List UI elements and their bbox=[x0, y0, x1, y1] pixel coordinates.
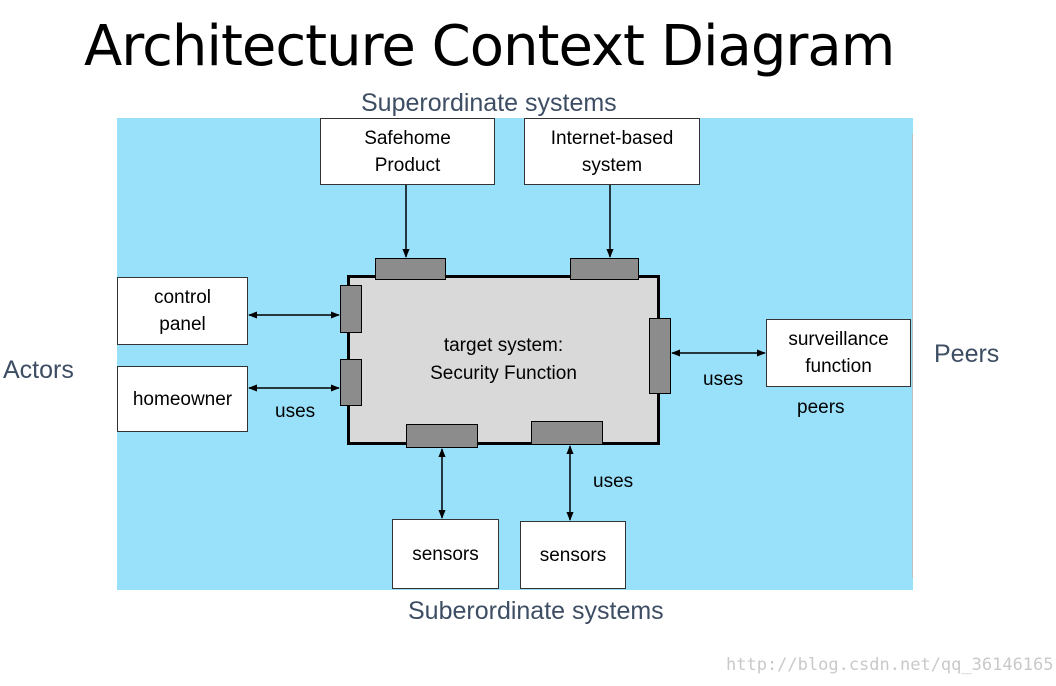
internet-system-box: Internet-based system bbox=[524, 118, 700, 185]
sensors-left-text: sensors bbox=[412, 543, 479, 565]
port-left-upper bbox=[340, 285, 362, 333]
surveillance-line-2: function bbox=[805, 356, 872, 377]
port-bottom-right bbox=[531, 421, 603, 445]
superordinate-label: Superordinate systems bbox=[361, 89, 617, 117]
panel-edge bbox=[912, 134, 917, 578]
uses-label-actors: uses bbox=[275, 401, 316, 422]
safehome-line-2: Product bbox=[374, 154, 441, 176]
target-line-1: target system: bbox=[443, 335, 564, 356]
internet-line-1: Internet-based bbox=[550, 127, 674, 149]
target-system-box: target system: Security Function bbox=[347, 275, 660, 445]
watermark: http://blog.csdn.net/qq_36146165 bbox=[726, 655, 1054, 675]
port-right bbox=[649, 318, 671, 394]
uses-label-peer: uses bbox=[703, 369, 744, 390]
homeowner-box: homeowner bbox=[117, 366, 248, 432]
safehome-line-1: Safehome bbox=[364, 127, 451, 149]
subordinate-label: Suberordinate systems bbox=[408, 597, 664, 625]
port-bottom-left bbox=[406, 424, 478, 448]
sensors-box-right: sensors bbox=[520, 521, 626, 589]
homeowner-text: homeowner bbox=[132, 388, 233, 410]
diagram-title: Architecture Context Diagram bbox=[84, 14, 895, 79]
peers-label: Peers bbox=[934, 340, 1000, 368]
port-top-left bbox=[375, 258, 446, 280]
peers-relation-label: peers bbox=[797, 397, 845, 418]
control-panel-line-1: control bbox=[153, 287, 212, 308]
control-panel-box: control panel bbox=[117, 277, 248, 345]
control-panel-line-2: panel bbox=[159, 314, 206, 335]
port-left-lower bbox=[340, 359, 362, 406]
internet-line-2: system bbox=[581, 154, 643, 176]
sensors-box-left: sensors bbox=[392, 519, 499, 589]
port-top-right bbox=[570, 258, 639, 280]
surveillance-line-1: surveillance bbox=[788, 329, 889, 350]
uses-label-sensors: uses bbox=[593, 471, 634, 492]
actors-label: Actors bbox=[3, 356, 74, 384]
sensors-right-text: sensors bbox=[539, 544, 607, 566]
surveillance-function-box: surveillance function bbox=[766, 319, 911, 387]
target-line-2: Security Function bbox=[430, 363, 577, 384]
